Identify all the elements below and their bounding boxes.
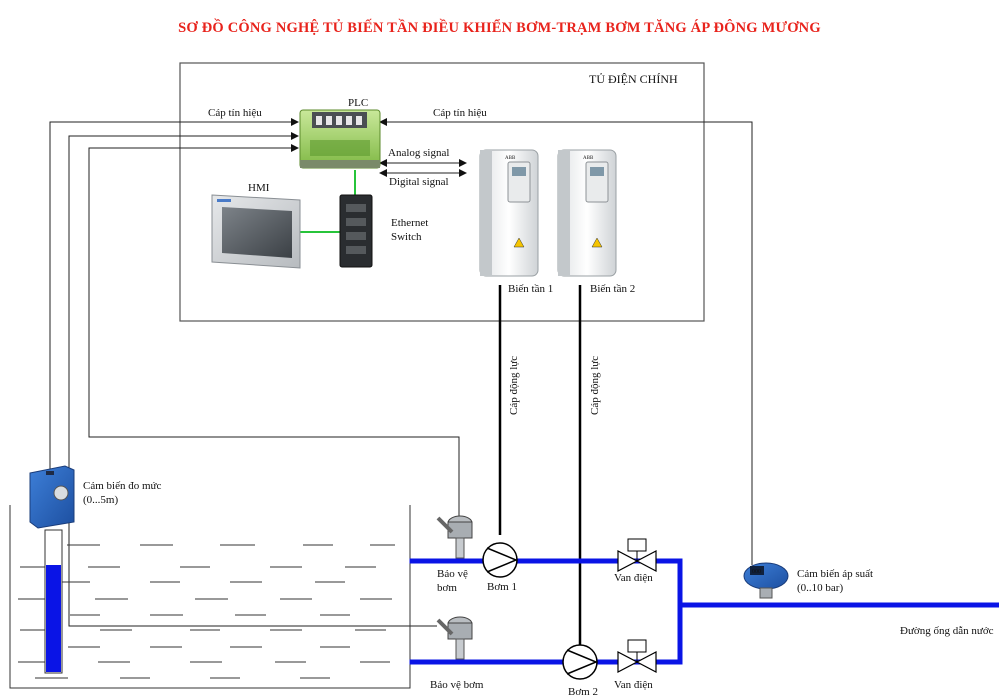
signal-lines	[49, 118, 753, 627]
signal-cable-label-left: Cáp tín hiệu	[208, 107, 262, 119]
protect1-signal-line	[88, 144, 460, 520]
pump-protection-2	[436, 616, 473, 660]
level-sensor-probe	[44, 529, 63, 674]
electric-valve-1	[617, 538, 657, 572]
pump-protection-1-label-1: Bảo vệ	[437, 568, 468, 580]
svg-text:ABB: ABB	[583, 156, 594, 161]
power-cable-1-label: Cáp động lực	[508, 356, 520, 415]
switch-label-2: Switch	[391, 231, 422, 243]
diagram-title: SƠ ĐỒ CÔNG NGHỆ TỦ BIẾN TẦN ĐIỀU KHIỂN B…	[178, 20, 821, 36]
pump-2-label: Bơm 2	[568, 686, 598, 698]
switch-label-1: Ethernet	[391, 217, 428, 229]
hmi-label: HMI	[248, 182, 270, 194]
level-sensor-label-2: (0...5m)	[83, 494, 118, 506]
main-cabinet-frame	[179, 62, 705, 322]
water-pipes	[409, 558, 999, 665]
pump-protection-2-label: Bảo vệ bơm	[430, 679, 484, 691]
pressure-sensor-label-2: (0..10 bar)	[797, 582, 843, 594]
power-cable-2-label: Cáp động lực	[589, 356, 601, 415]
analog-signal-label: Analog signal	[388, 147, 449, 159]
plc-label: PLC	[348, 97, 368, 109]
vfd-2-label: Biến tần 2	[590, 283, 635, 295]
pump-protection-1	[436, 515, 473, 559]
vfd-1: ABB	[479, 149, 539, 277]
cabinet-label: TỦ ĐIỆN CHÍNH	[589, 72, 678, 86]
pump-1-label: Bơm 1	[487, 581, 517, 593]
ethernet-lines	[300, 170, 356, 233]
protect2-signal-line	[68, 132, 437, 627]
svg-text:ABB: ABB	[505, 156, 516, 161]
pressure-sensor-signal-line	[379, 118, 753, 565]
digital-signal-label: Digital signal	[389, 176, 449, 188]
plc-device	[299, 109, 381, 169]
pump-2	[562, 644, 598, 680]
water-tank	[9, 505, 411, 689]
vfd-1-label: Biến tần 1	[508, 283, 553, 295]
water-surface-lines	[18, 544, 395, 679]
ethernet-switch	[339, 194, 373, 268]
valve-1-label: Van điện	[614, 572, 653, 584]
valve-2-label: Van điện	[614, 679, 653, 691]
level-sensor-label-1: Cảm biến đo mức	[83, 480, 161, 492]
level-sensor	[29, 465, 75, 529]
signal-cable-label-right: Cáp tín hiệu	[433, 107, 487, 119]
svg-text:000: 000	[752, 569, 761, 575]
pump-1	[482, 542, 518, 578]
level-sensor-signal-line	[49, 118, 299, 470]
vfd-2: ABB	[557, 149, 617, 277]
hmi-panel	[211, 194, 301, 269]
pressure-sensor-label-1: Cảm biến áp suất	[797, 568, 873, 580]
electric-valve-2	[617, 639, 657, 673]
pump-protection-1-label-2: bơm	[437, 582, 457, 594]
pressure-sensor: 000	[743, 562, 789, 599]
pipeline-label: Đường ống dẫn nước	[900, 625, 994, 637]
